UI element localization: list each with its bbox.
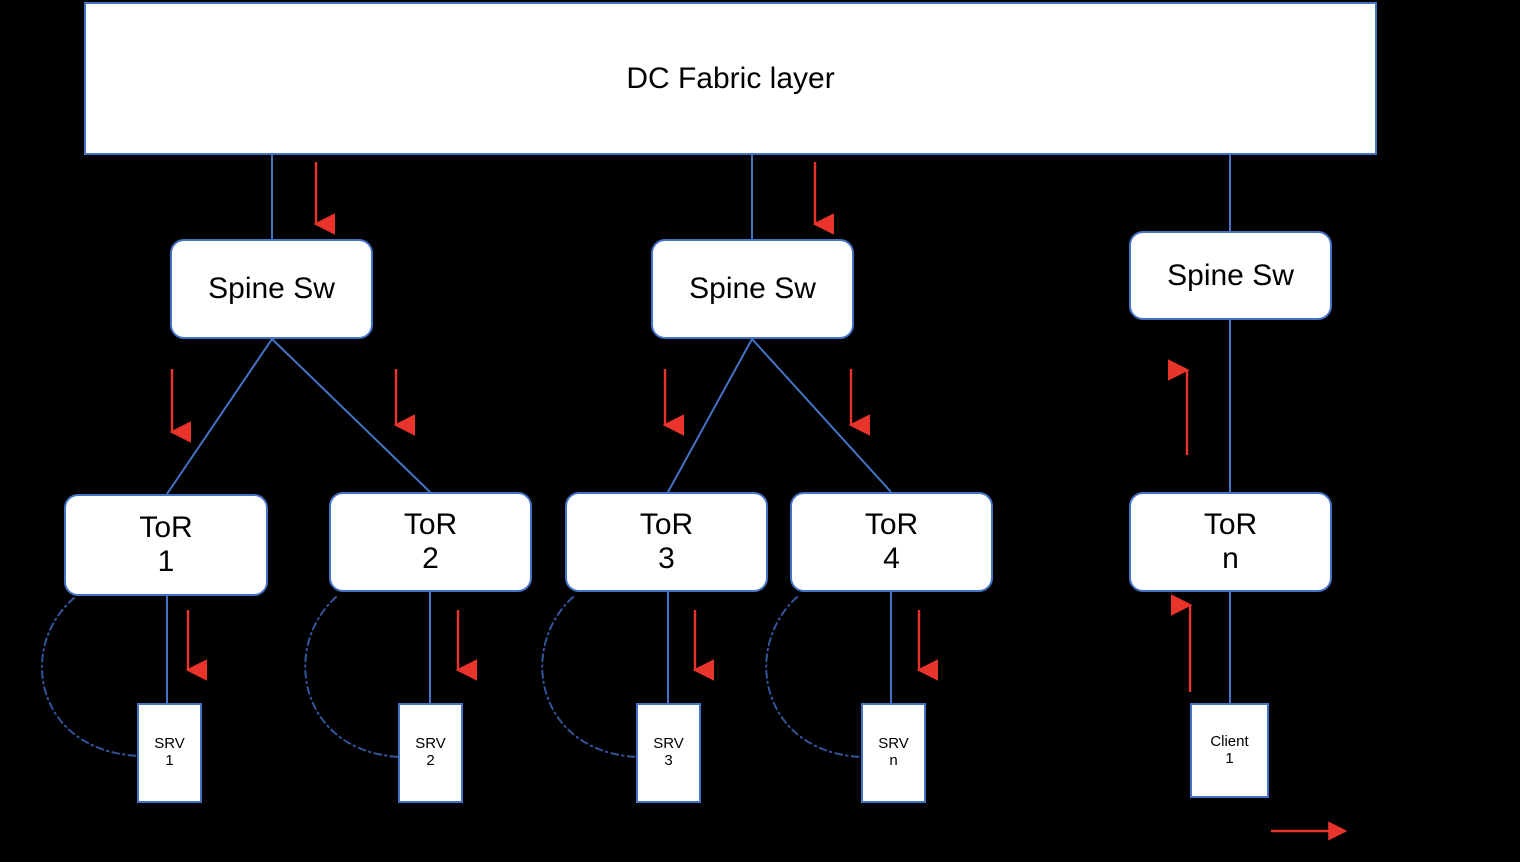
spine-sw-n-label: Spine Sw	[1167, 258, 1294, 292]
tor-2-label-line1: ToR	[403, 508, 458, 542]
loopback-tor3-srv3	[541, 596, 638, 758]
srv-3-label-line2: 3	[664, 752, 673, 769]
dc-fabric-layer-node[interactable]: DC Fabric layer	[84, 2, 1377, 155]
tor-1-label-line2: 1	[157, 545, 175, 578]
srv-n-label-line1: SRV	[878, 735, 909, 753]
loopback-tor1-srv1	[41, 597, 141, 757]
spine-sw-1-node[interactable]: Spine Sw	[170, 239, 373, 339]
tor-n-label-line1: ToR	[1203, 508, 1258, 542]
tor-1-label-line1: ToR	[139, 511, 193, 545]
srv-2-label-line2: 2	[426, 752, 435, 769]
tor-2-label-line2: 2	[422, 542, 439, 575]
link-lines	[166, 155, 1231, 703]
link-spine1-to-tor2	[271, 338, 431, 493]
link-spine2-to-tor3	[667, 338, 753, 493]
tor-4-label-line1: ToR	[864, 508, 919, 542]
link-spine2-to-tor4	[751, 338, 892, 493]
srv-3-label-line1: SRV	[653, 735, 684, 753]
srv-1-label-line1: SRV	[154, 735, 185, 753]
tor-3-label-line1: ToR	[639, 508, 694, 542]
dc-fabric-layer-label: DC Fabric layer	[626, 61, 835, 95]
tor-n-label-line2: n	[1222, 542, 1239, 575]
spine-sw-2-label: Spine Sw	[689, 272, 816, 306]
tor-3-label-line2: 3	[658, 542, 675, 575]
tor-4-label-line2: 4	[883, 542, 900, 575]
spine-sw-n-node[interactable]: Spine Sw	[1129, 231, 1332, 320]
srv-2-label-line1: SRV	[415, 735, 446, 753]
spine-sw-1-label: Spine Sw	[208, 272, 335, 306]
loopback-tor2-srv2	[304, 596, 401, 758]
client-1-label-line2: 1	[1225, 749, 1234, 767]
srv-1-label-line2: 1	[165, 752, 174, 769]
spine-sw-2-node[interactable]: Spine Sw	[651, 239, 854, 339]
link-spine1-to-tor1	[166, 338, 273, 495]
loopback-tor4-srvn	[765, 596, 862, 758]
srv-n-label-line2: n	[889, 752, 898, 769]
client-1-label-line1: Client	[1210, 732, 1249, 750]
